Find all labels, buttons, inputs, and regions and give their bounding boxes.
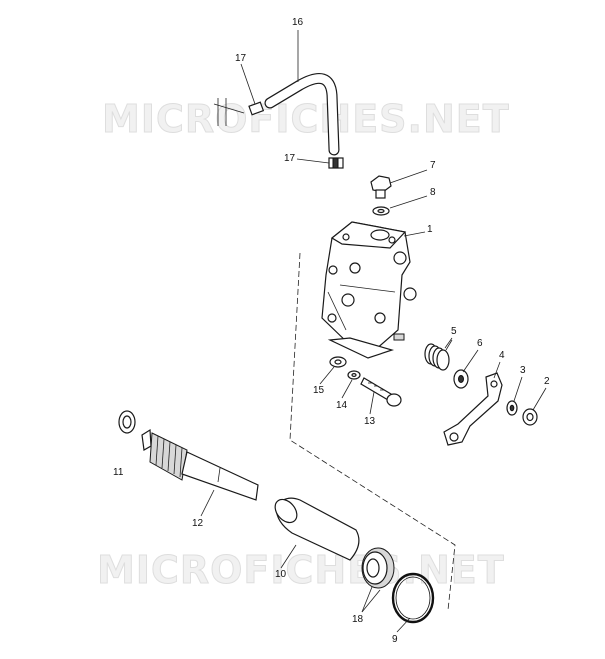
- assembly-boundary-line: [289, 252, 456, 611]
- leader-18a: [361, 586, 373, 613]
- watermark-top: MICROFICHES.NET: [102, 97, 510, 141]
- part-11-ring[interactable]: [118, 410, 136, 434]
- leader-5: [444, 337, 453, 349]
- callout-2: 2: [544, 376, 550, 387]
- part-5-return-spring[interactable]: [424, 339, 453, 371]
- leader-10: [280, 544, 297, 569]
- part-1-oil-pump-body[interactable]: [321, 221, 417, 359]
- leader-8: [389, 195, 428, 209]
- callout-12: 12: [192, 518, 204, 529]
- callout-16: 16: [292, 17, 304, 28]
- part-4-pump-lever[interactable]: [443, 372, 503, 446]
- leader-12: [200, 489, 215, 517]
- callout-11: 11: [113, 467, 124, 478]
- leader-4: [493, 361, 501, 379]
- leader-17-bottom: [296, 158, 330, 164]
- part-18-seal[interactable]: [361, 547, 395, 589]
- callout-10: 10: [275, 569, 287, 580]
- callout-1: 1: [427, 224, 433, 235]
- callout-9: 9: [392, 634, 398, 645]
- part-7-banjo-bolt[interactable]: [370, 175, 392, 199]
- part-6-washer[interactable]: [453, 369, 469, 389]
- callout-6: 6: [477, 338, 483, 349]
- part-17-hose-clamp-bottom[interactable]: [328, 157, 344, 169]
- leader-2: [532, 387, 547, 411]
- callout-14: 14: [336, 400, 348, 411]
- part-8-sealing-washer[interactable]: [372, 206, 390, 216]
- callout-3: 3: [520, 365, 526, 376]
- callout-5: 5: [451, 326, 457, 337]
- watermark-bottom: MICROFICHES.NET: [97, 548, 505, 592]
- callout-4: 4: [499, 350, 505, 361]
- leader-14: [341, 379, 353, 399]
- part-16-oil-hose[interactable]: [264, 72, 340, 156]
- leader-6: [462, 349, 479, 373]
- callout-13: 13: [364, 416, 376, 427]
- leader-7: [389, 169, 428, 184]
- callout-18: 18: [352, 614, 364, 625]
- part-12-drive-gear-shaft[interactable]: [141, 428, 259, 501]
- leader-13: [369, 391, 375, 415]
- leader-15: [319, 366, 335, 385]
- leader-17-top: [240, 63, 256, 105]
- leader-1: [403, 231, 426, 237]
- part-17-hose-clamp-top[interactable]: [213, 98, 265, 126]
- callout-7: 7: [430, 160, 436, 171]
- part-14-lock-washer[interactable]: [347, 370, 361, 380]
- leader-9: [396, 617, 411, 633]
- part-2-nut[interactable]: [522, 408, 538, 426]
- callout-17-bottom: 17: [284, 153, 296, 164]
- callout-17-top: 17: [235, 53, 247, 64]
- part-9-o-ring[interactable]: [391, 572, 435, 624]
- leader-3: [513, 376, 523, 402]
- callout-8: 8: [430, 187, 436, 198]
- part-3-washer[interactable]: [506, 400, 518, 416]
- part-10-oil-filter[interactable]: [271, 495, 360, 561]
- callout-15: 15: [313, 385, 325, 396]
- leader-18b: [361, 589, 381, 613]
- part-15-washer[interactable]: [329, 356, 347, 368]
- part-13-screw[interactable]: [360, 377, 402, 407]
